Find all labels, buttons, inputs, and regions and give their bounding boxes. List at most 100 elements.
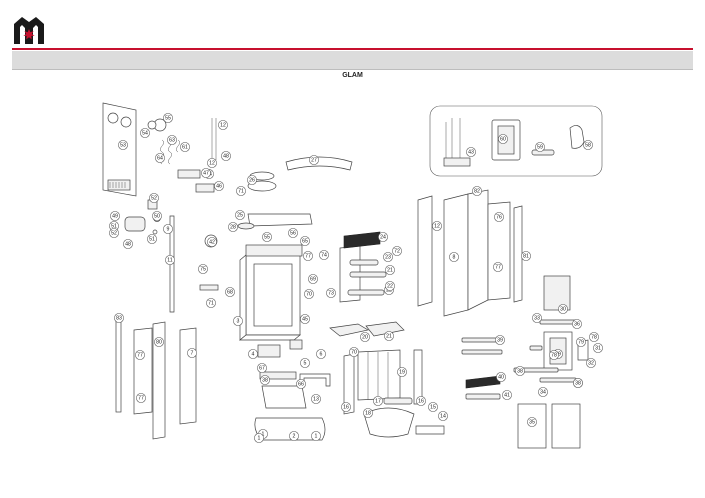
- callout-circle: [110, 211, 120, 221]
- rh-logo-icon: [14, 17, 44, 44]
- callout-number: 22: [387, 283, 393, 289]
- callout-circle: [289, 431, 299, 441]
- callout-circle: [360, 332, 370, 342]
- callout-circle: [303, 251, 313, 261]
- callout-number: 71: [208, 300, 214, 306]
- callout-17: 17: [373, 396, 383, 406]
- callout-13: 13: [311, 394, 321, 404]
- callout-circle: [221, 151, 231, 161]
- callout-number: 26: [249, 177, 255, 183]
- callout-49: 49: [110, 211, 120, 221]
- callout-circle: [586, 358, 596, 368]
- callout-number: 17: [375, 398, 381, 404]
- callout-number: 11: [167, 257, 172, 263]
- callout-number: 77: [137, 352, 143, 358]
- callout-47: 47: [201, 168, 211, 178]
- callout-22: 22: [385, 281, 395, 291]
- callout-3: 3: [233, 316, 243, 326]
- callout-circle: [136, 393, 146, 403]
- callout-circle: [163, 224, 173, 234]
- callout-61: 61: [180, 142, 190, 152]
- callout-circle: [247, 175, 257, 185]
- callout-number: 35: [529, 419, 535, 425]
- callout-31: 31: [593, 343, 603, 353]
- callout-54: 54: [140, 128, 150, 138]
- callout-28: 28: [228, 222, 238, 232]
- callout-number: 24: [380, 234, 386, 240]
- callout-number: 55: [264, 234, 270, 240]
- callout-circle: [532, 313, 542, 323]
- callout-number: 58: [585, 142, 591, 148]
- callout-circle: [573, 378, 583, 388]
- header-bar: [12, 51, 693, 70]
- callout-number: 52: [111, 230, 117, 236]
- callout-number: 1: [262, 431, 265, 437]
- callout-circle: [572, 319, 582, 329]
- callout-73: 73: [326, 288, 336, 298]
- callout-40: 40: [496, 372, 506, 382]
- callout-circle: [583, 140, 593, 150]
- callout-24: 24: [378, 232, 388, 242]
- callout-circle: [385, 265, 395, 275]
- callout-circle: [502, 390, 512, 400]
- callout-number: 77: [138, 395, 144, 401]
- callout-circle: [341, 402, 351, 412]
- callout-circle: [311, 431, 321, 441]
- callout-number: 38: [262, 377, 268, 383]
- callout-circle: [472, 186, 482, 196]
- callout-number: 53: [120, 142, 126, 148]
- callout-circle: [392, 246, 402, 256]
- callout-number: 51: [111, 223, 117, 229]
- callout-number: 64: [157, 155, 163, 161]
- callout-number: 73: [328, 290, 334, 296]
- callout-78: 78: [589, 332, 599, 342]
- callout-82: 82: [472, 186, 482, 196]
- callout-number: 12: [220, 122, 226, 128]
- callout-circle: [309, 155, 319, 165]
- callout-5: 5: [300, 358, 310, 368]
- callout-52: 52: [109, 228, 119, 238]
- callout-number: 20: [362, 334, 368, 340]
- callout-65: 65: [300, 236, 310, 246]
- callout-circle: [515, 366, 525, 376]
- callout-circle: [449, 252, 459, 262]
- callout-1: 1: [254, 433, 264, 443]
- callout-number: 39: [497, 337, 503, 343]
- callout-circle: [262, 232, 272, 242]
- callout-circle: [163, 113, 173, 123]
- callout-number: 56: [290, 230, 296, 236]
- callout-55: 55: [163, 113, 173, 123]
- callout-circle: [576, 337, 586, 347]
- callout-number: 14: [440, 413, 446, 419]
- back-panel-group: [102, 102, 217, 210]
- callout-circle: [589, 332, 599, 342]
- callout-50: 50: [152, 211, 162, 221]
- callout-circle: [316, 349, 326, 359]
- callout-number: 55: [165, 115, 171, 121]
- callout-number: 48: [223, 153, 229, 159]
- callout-70: 70: [349, 347, 359, 357]
- callout-circle: [527, 417, 537, 427]
- callout-circle: [123, 239, 133, 249]
- callout-circle: [235, 210, 245, 220]
- callout-46: 46: [214, 181, 224, 191]
- page-title: GLAM: [342, 72, 363, 79]
- callout-circle: [135, 350, 145, 360]
- callout-circle: [257, 363, 267, 373]
- callout-63: 63: [167, 135, 177, 145]
- callout-number: 12: [434, 223, 440, 229]
- callout-38: 38: [573, 378, 583, 388]
- callout-26: 26: [247, 175, 257, 185]
- callout-60: 60: [498, 134, 508, 144]
- callout-circle: [233, 316, 243, 326]
- callout-circle: [300, 358, 310, 368]
- callout-number: 79: [578, 339, 584, 345]
- callout-30: 30: [558, 304, 568, 314]
- callout-number: 19: [399, 369, 405, 375]
- callout-number: 23: [385, 254, 391, 260]
- callout-43: 43: [466, 147, 476, 157]
- callout-circle: [363, 408, 373, 418]
- callout-number: 77: [305, 253, 311, 259]
